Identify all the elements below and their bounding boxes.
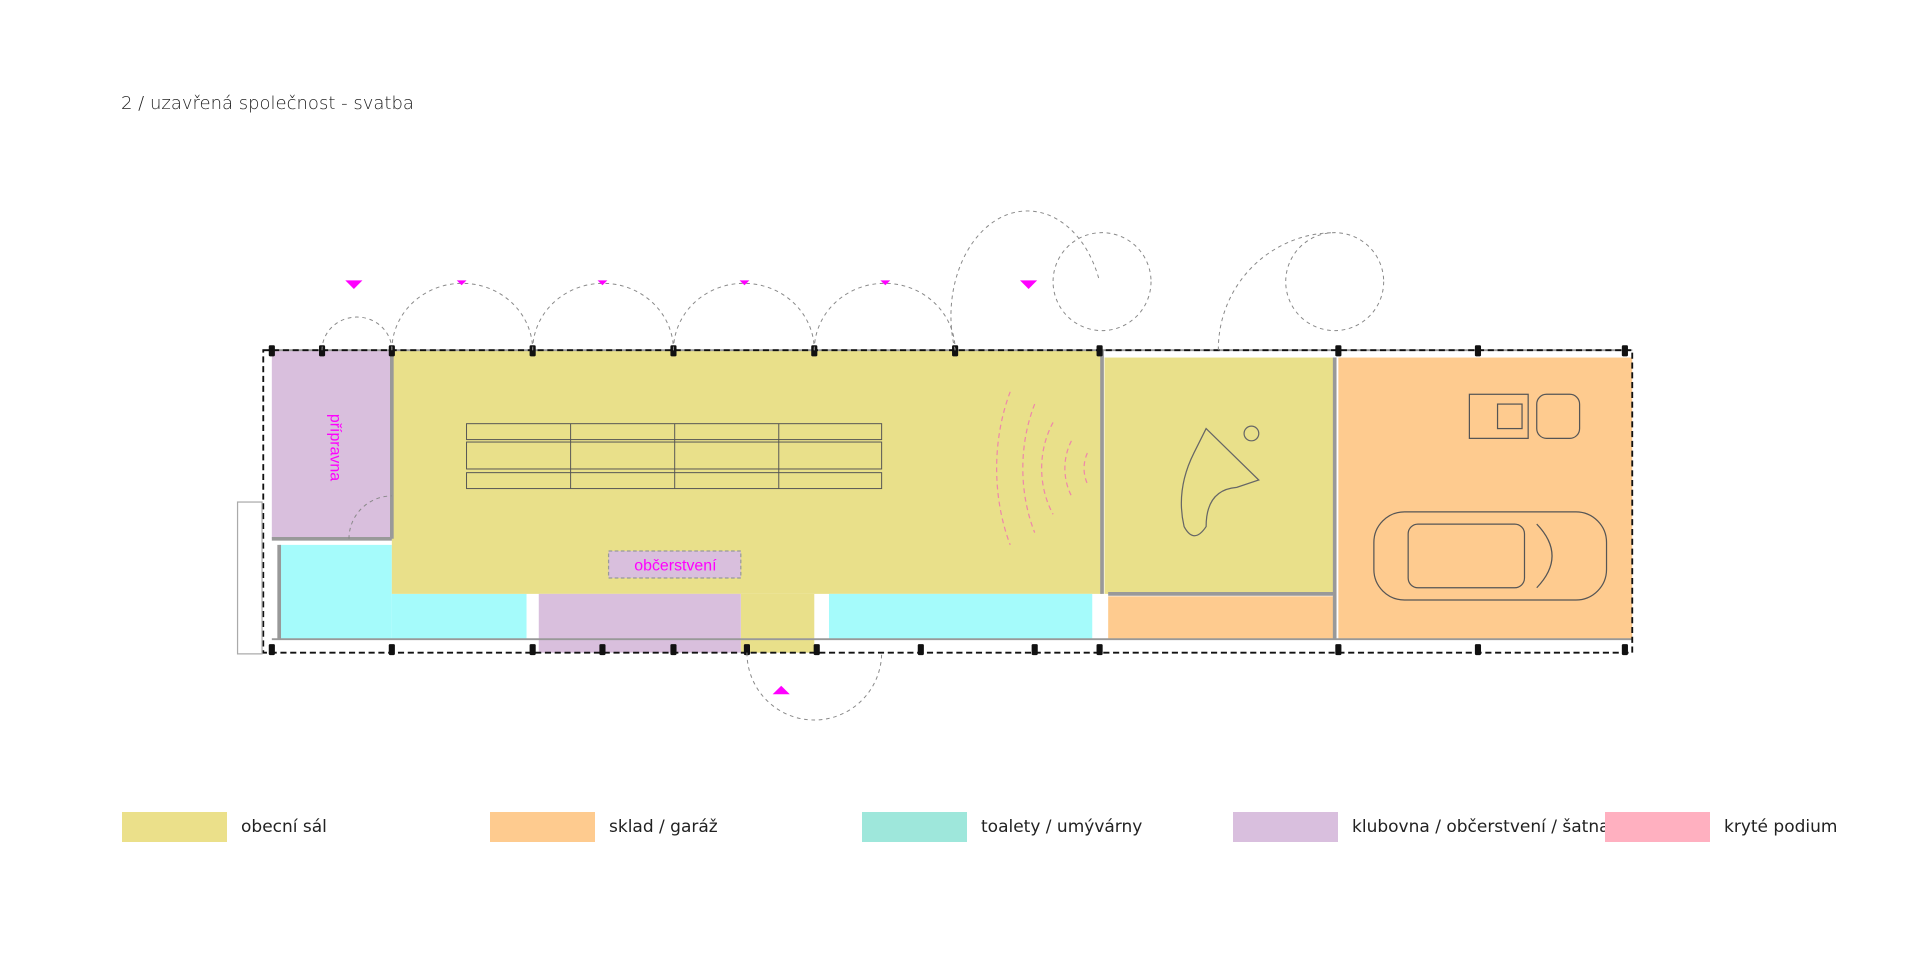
column-post [811, 345, 818, 357]
column-post [1474, 644, 1482, 656]
column-post [1031, 644, 1038, 656]
legend-label: kryté podium [1724, 817, 1838, 837]
entrance-marker [345, 280, 363, 289]
zone-hall [391, 350, 1103, 594]
column-post [670, 345, 677, 357]
room-label-pripravna: přípravna [327, 414, 344, 481]
sound-arcs [996, 391, 1088, 546]
entrance-marker [456, 280, 467, 286]
column-post [743, 644, 750, 656]
column-post [318, 345, 326, 357]
legend-item: kryté podium [1605, 812, 1837, 842]
entrance-marker [739, 280, 750, 286]
legend-swatch [122, 812, 227, 842]
legend-item: obecní sál [122, 812, 327, 842]
entrance-marker [772, 685, 790, 695]
door-swing [532, 282, 674, 351]
zone-kitchen [538, 593, 741, 653]
column-post [1335, 345, 1342, 357]
column-post [268, 345, 275, 357]
stairs [236, 501, 263, 655]
entrance-marker [1020, 280, 1038, 289]
room-label-obcerstveni: občerstvení [634, 558, 717, 575]
zone-toilets-left2 [391, 593, 527, 640]
column-post [1096, 345, 1103, 357]
legend-item: toalety / umývárny [862, 812, 1142, 842]
legend-swatch [490, 812, 595, 842]
building-outline [262, 349, 1634, 654]
legend-label: klubovna / občerstvení / šatna [1352, 817, 1610, 837]
door-swing [321, 316, 393, 351]
column-post [1474, 345, 1482, 357]
column-post [813, 644, 820, 656]
legend-label: toalety / umývárny [981, 817, 1143, 837]
column-post [388, 644, 395, 656]
column-post [917, 644, 924, 656]
zone-stage-room [1104, 357, 1335, 594]
legend-item: klubovna / občerstvení / šatna [1233, 812, 1610, 842]
column-post [1621, 644, 1628, 656]
column-post [952, 345, 959, 357]
door-swing [391, 282, 534, 351]
legend-swatch [1605, 812, 1710, 842]
refreshment-zone [607, 550, 742, 579]
legend-swatch [862, 812, 967, 842]
legend-label: obecní sál [241, 817, 327, 837]
legend-item: sklad / garáž [490, 812, 718, 842]
door-swing [672, 282, 815, 351]
column-post [529, 644, 536, 656]
zone-toilets-mid [828, 593, 1093, 640]
column-post [1621, 345, 1628, 357]
zone-hall-entry [740, 593, 815, 653]
tractor-icon [1468, 393, 1581, 439]
column-post [268, 644, 275, 656]
legend-label: sklad / garáž [609, 817, 718, 837]
entrance-marker [597, 280, 608, 286]
column-post [529, 345, 536, 357]
column-post [599, 644, 606, 656]
column-post [1096, 644, 1103, 656]
plan-title: 2 / uzavřená společnost - svatba [121, 93, 414, 114]
zone-pripravna [271, 350, 392, 539]
entrance-marker [880, 280, 891, 286]
zone-toilets-left [279, 544, 392, 640]
column-post [1335, 644, 1342, 656]
legend-swatch [1233, 812, 1338, 842]
zone-garage [1338, 357, 1633, 640]
door-swing [813, 282, 956, 351]
column-post [388, 345, 395, 357]
car-icon [1373, 511, 1608, 601]
tables [466, 423, 883, 490]
piano-icon [1180, 427, 1260, 537]
column-post [670, 644, 677, 656]
zone-storage-strip [1108, 596, 1335, 640]
